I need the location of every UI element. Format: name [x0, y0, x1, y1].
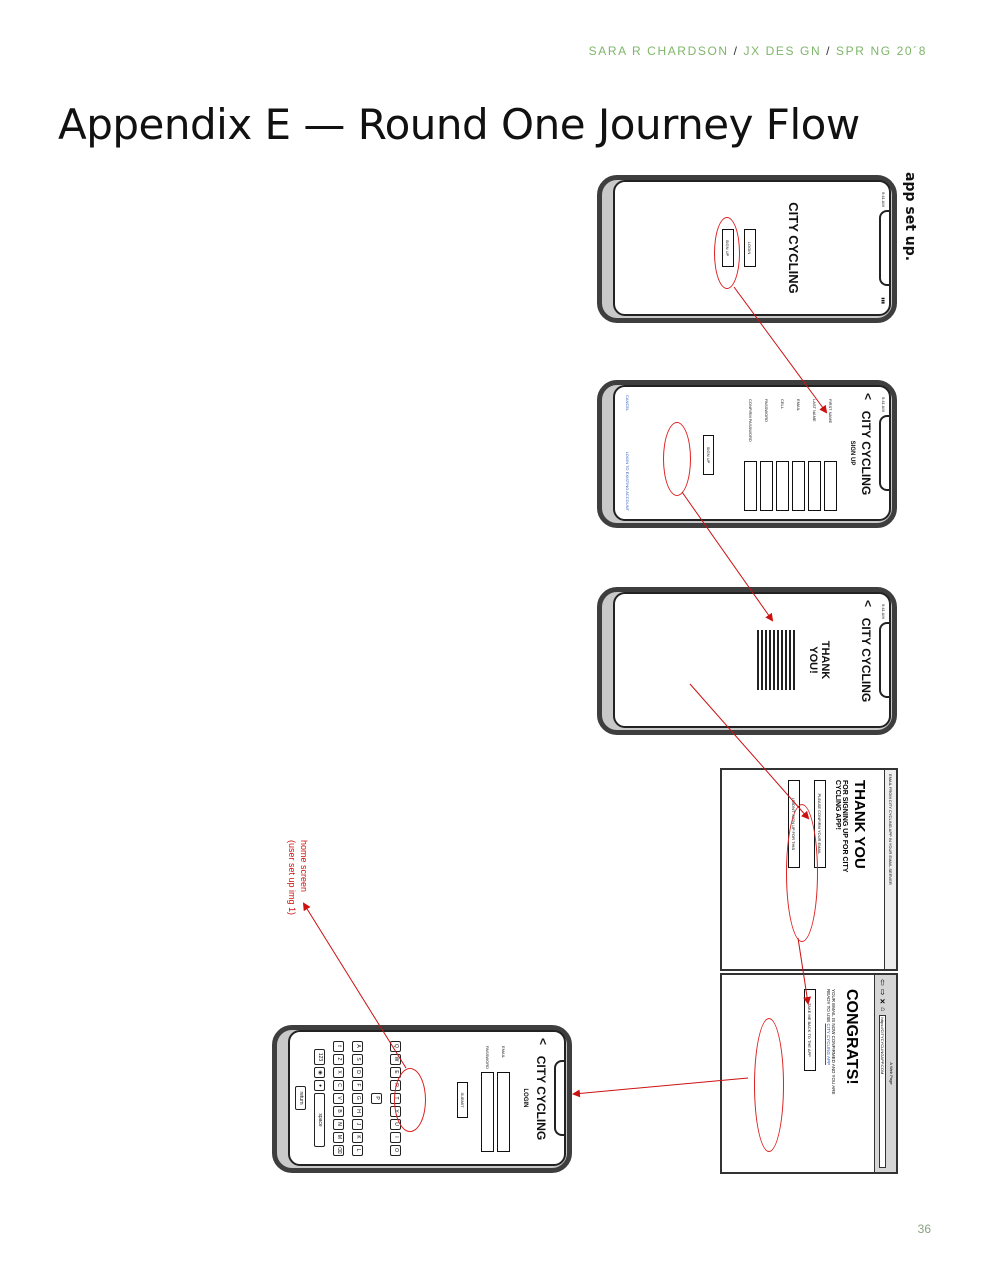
flow-arrow — [797, 937, 812, 1005]
browser-window: A Web Page ⇦ ⇨ ✕ ⌂ https://CITYCYCLINGAP… — [720, 973, 898, 1174]
phone-thank-you: 9:41 AM < CITY CYCLING THANK YOU! — [597, 587, 897, 735]
page-header: SARA R CHARDSON / JX DES GN / SPR NG 20´… — [589, 44, 927, 58]
annotation-circle — [394, 1068, 426, 1132]
phone-signup: 9:41 AM < CITY CYCLING SIGN UP FIRST NAM… — [597, 380, 897, 528]
annotation-circle — [754, 1018, 784, 1152]
flow-arrow — [572, 1077, 749, 1098]
flow-arrow — [681, 491, 774, 622]
page-number: 36 — [917, 1222, 931, 1236]
flow-arrow — [689, 683, 810, 820]
annotation-line: (user set up img 1) — [287, 840, 297, 916]
header-author: SARA R CHARDSON — [588, 44, 729, 58]
annotation-circle — [786, 804, 818, 942]
annotation-circle — [714, 217, 740, 289]
phone-welcome: 9:41 AM▮▮▮ CITY CYCLING LOGIN SIGN UP — [597, 175, 897, 323]
page-title: Appendix E — Round One Journey Flow — [58, 100, 860, 149]
phone-login: < CITY CYCLING LOGIN EMAIL PASSWORD SUBM… — [272, 1025, 572, 1173]
annotation-circle — [663, 422, 691, 496]
header-separator: / — [826, 44, 832, 58]
header-separator: / — [733, 44, 739, 58]
annotation-text: home screen (user set up img 1) — [286, 840, 310, 915]
header-term: SPR NG 20´8 — [836, 44, 927, 58]
flow-arrow — [302, 902, 407, 1069]
header-course: JX DES GN — [743, 44, 822, 58]
annotation-line: home screen — [299, 840, 309, 893]
flow-arrow — [733, 286, 828, 414]
